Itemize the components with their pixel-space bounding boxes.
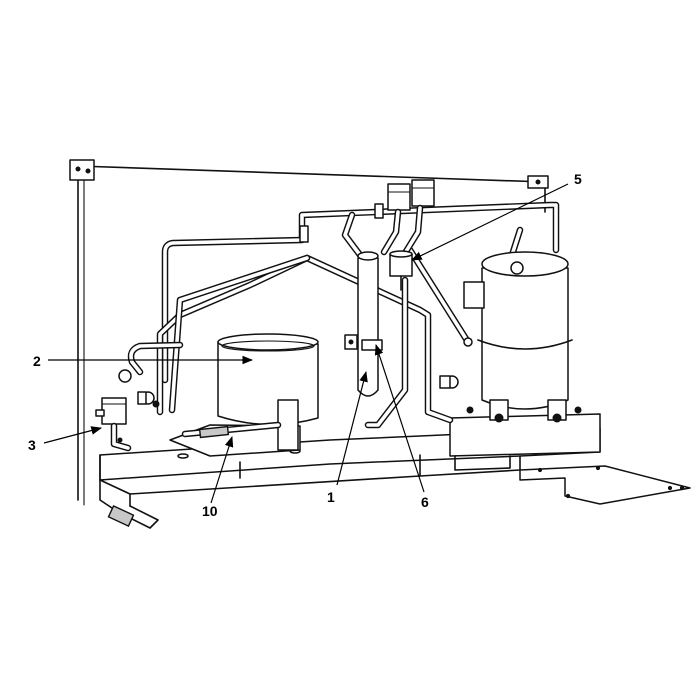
callout-10: 10 [202, 503, 218, 519]
leader-5 [411, 183, 569, 261]
leader-1 [336, 370, 368, 486]
back-panel [69, 159, 549, 506]
sight-glass [361, 339, 383, 351]
condenser-tank [217, 333, 319, 426]
leader-6 [374, 343, 425, 493]
callout-1: 1 [327, 489, 335, 505]
callout-leaders [43, 183, 569, 504]
leader-3 [43, 426, 103, 444]
leader-10 [210, 435, 234, 504]
expansion-valve [389, 250, 413, 291]
compressor [439, 251, 582, 423]
base-frame [99, 413, 691, 529]
callout-3: 3 [28, 437, 36, 453]
pipe-coil [118, 341, 184, 383]
callout-6: 6 [421, 494, 429, 510]
filter-drier-assembly [169, 399, 301, 457]
callout-5: 5 [574, 171, 582, 187]
solenoid-valve [95, 397, 132, 452]
refrigerant-piping [156, 201, 560, 429]
top-valve-cluster [299, 179, 435, 262]
callout-2: 2 [33, 353, 41, 369]
service-valves-left [137, 391, 160, 408]
receiver-tank [344, 251, 379, 397]
